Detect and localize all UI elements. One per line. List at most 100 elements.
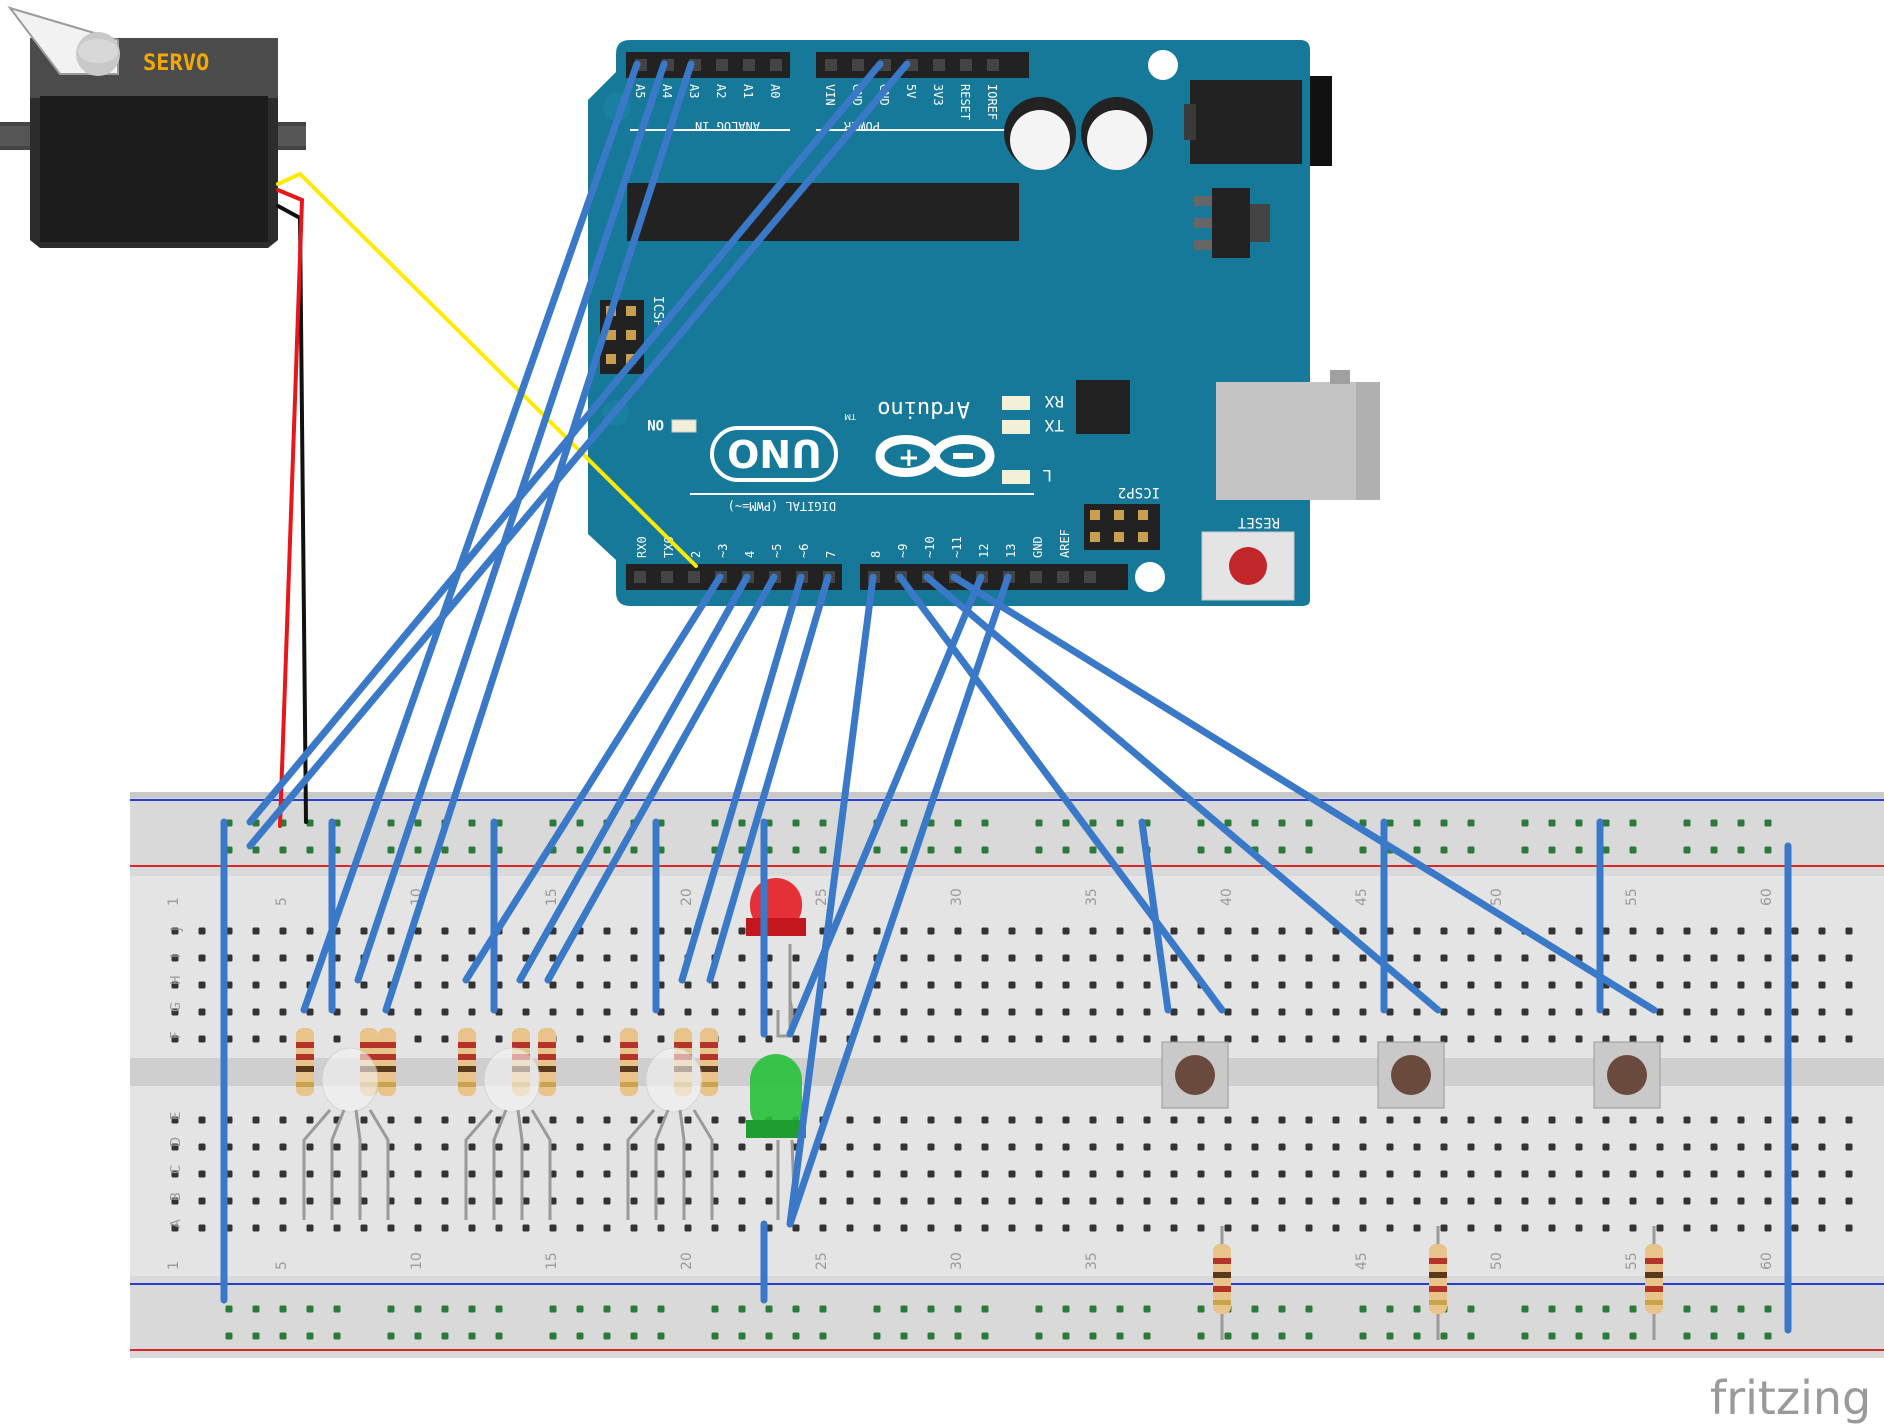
top-terminal-holes [156, 914, 1866, 1049]
analog-header [626, 52, 790, 78]
usb-chip [1076, 380, 1130, 434]
col-num-35-b: 35 [1084, 1252, 1100, 1270]
rgb-led-3 [626, 1047, 714, 1220]
voltage-regulator [1194, 188, 1270, 258]
resistor-7 [620, 1028, 638, 1096]
rgb-led-1 [302, 1047, 390, 1220]
rgb-led-2 [464, 1047, 552, 1220]
wire-d8 [786, 573, 877, 1228]
usb-port [1216, 370, 1380, 500]
wire-a4 [354, 60, 668, 984]
wire-d13 [786, 573, 1012, 1228]
breadboard: 1 5 10 15 20 25 30 35 40 45 50 55 60 1 5… [130, 792, 1884, 1358]
resistor-11 [1429, 1226, 1447, 1340]
pin-label-5: ~5 [770, 544, 784, 558]
on-led [671, 419, 697, 433]
pin-label-a5: A5 [633, 84, 647, 98]
bottom-rail-holes-1 [210, 1290, 350, 1344]
col-num-50: 50 [1489, 888, 1505, 906]
wire-d10 [923, 573, 1442, 1014]
pin-label-11: ~11 [950, 536, 964, 558]
arduino-brand-text: Arduino [877, 396, 970, 421]
capacitor-2 [1081, 97, 1153, 170]
row-letter-i: I [169, 954, 184, 958]
rx-label: RX [1044, 392, 1064, 411]
jumper-button-1 [1138, 818, 1172, 1014]
resistor-6 [538, 1028, 556, 1096]
pin-label-8: 8 [869, 551, 883, 558]
arduino-logo: Arduino TM UNO + [710, 396, 995, 482]
row-letter-b: B [169, 1192, 184, 1201]
row-letter-e: E [169, 1112, 184, 1120]
bottom-rail-holes-9 [1506, 1290, 1646, 1344]
center-divider [130, 1058, 1884, 1086]
bottom-rail-holes-6 [1020, 1290, 1160, 1344]
pin-label-gnd-3: GND [1031, 536, 1045, 558]
pin-label-aref: AREF [1058, 529, 1072, 558]
col-num-45: 45 [1354, 888, 1370, 906]
icsp2-header [1084, 504, 1160, 550]
microcontroller-chip [627, 183, 1019, 241]
resistor-10 [1213, 1226, 1231, 1340]
resistor-9 [700, 1028, 718, 1096]
on-label: ON [647, 416, 664, 432]
wire-d11 [950, 573, 1658, 1014]
pin-label-ioref: IOREF [985, 84, 999, 120]
pin-label-6: ~6 [797, 544, 811, 558]
servo-signal-wire [276, 171, 698, 568]
top-rail-holes-10 [1668, 806, 1778, 860]
col-num-25: 25 [814, 888, 830, 906]
resistor-4 [458, 1028, 476, 1096]
digital-header-left [626, 564, 842, 590]
col-num-50-b: 50 [1489, 1252, 1505, 1270]
wire-gnd-1 [246, 60, 884, 826]
col-num-5: 5 [274, 897, 290, 906]
arduino-uno-board: A5 A4 A3 A2 A1 A0 VIN GND GND 5V 3V3 RES… [588, 40, 1380, 606]
digital-label: DIGITAL (PWM=~) [728, 499, 836, 513]
servo-label: SERVO [143, 51, 209, 76]
l-led [1002, 470, 1030, 484]
top-rail-holes-9 [1506, 806, 1646, 860]
resistor-1 [296, 1028, 314, 1096]
row-letter-f: F [169, 1032, 184, 1039]
wire-a5 [300, 60, 641, 1014]
wire-d3 [462, 573, 724, 984]
l-label: L [1042, 466, 1052, 485]
bottom-rail-holes-5 [858, 1290, 998, 1344]
power-header [816, 52, 1029, 78]
reset-label: RESET [1237, 514, 1280, 530]
col-num-60: 60 [1759, 888, 1775, 906]
pin-label-13: 13 [1004, 544, 1018, 558]
resistor-3 [378, 1028, 396, 1096]
wire-5v [246, 60, 911, 850]
col-num-5-b: 5 [274, 1261, 290, 1270]
row-letter-d: D [169, 1137, 184, 1147]
pin-label-12: 12 [977, 544, 991, 558]
wire-d5 [544, 573, 778, 984]
col-num-10-b: 10 [409, 1252, 425, 1270]
pin-label-a4: A4 [660, 84, 674, 98]
pin-label-vin: VIN [823, 84, 837, 106]
pin-label-3: ~3 [716, 544, 730, 558]
uno-text: UNO [727, 431, 822, 475]
wire-d7 [706, 573, 832, 984]
bottom-rail-holes-2 [372, 1290, 512, 1344]
pin-label-5v: 5V [904, 84, 918, 98]
icsp2-label: ICSP2 [1118, 484, 1160, 500]
pushbutton-3[interactable] [1593, 1041, 1661, 1109]
servo-power-wire [276, 188, 305, 828]
col-num-1: 1 [166, 897, 182, 906]
wire-d4 [516, 573, 751, 984]
col-num-30: 30 [949, 888, 965, 906]
col-num-55: 55 [1624, 888, 1640, 906]
mount-hole-1 [1148, 50, 1178, 80]
pin-label-a3: A3 [687, 84, 701, 98]
capacitor-1 [1004, 97, 1076, 170]
resistor-12 [1645, 1226, 1663, 1340]
pin-label-10: ~10 [923, 536, 937, 558]
pushbutton-1[interactable] [1161, 1041, 1229, 1109]
col-num-35: 35 [1084, 888, 1100, 906]
pushbutton-2[interactable] [1377, 1041, 1445, 1109]
reset-button[interactable] [1201, 531, 1295, 601]
dc-power-jack [1184, 76, 1332, 166]
